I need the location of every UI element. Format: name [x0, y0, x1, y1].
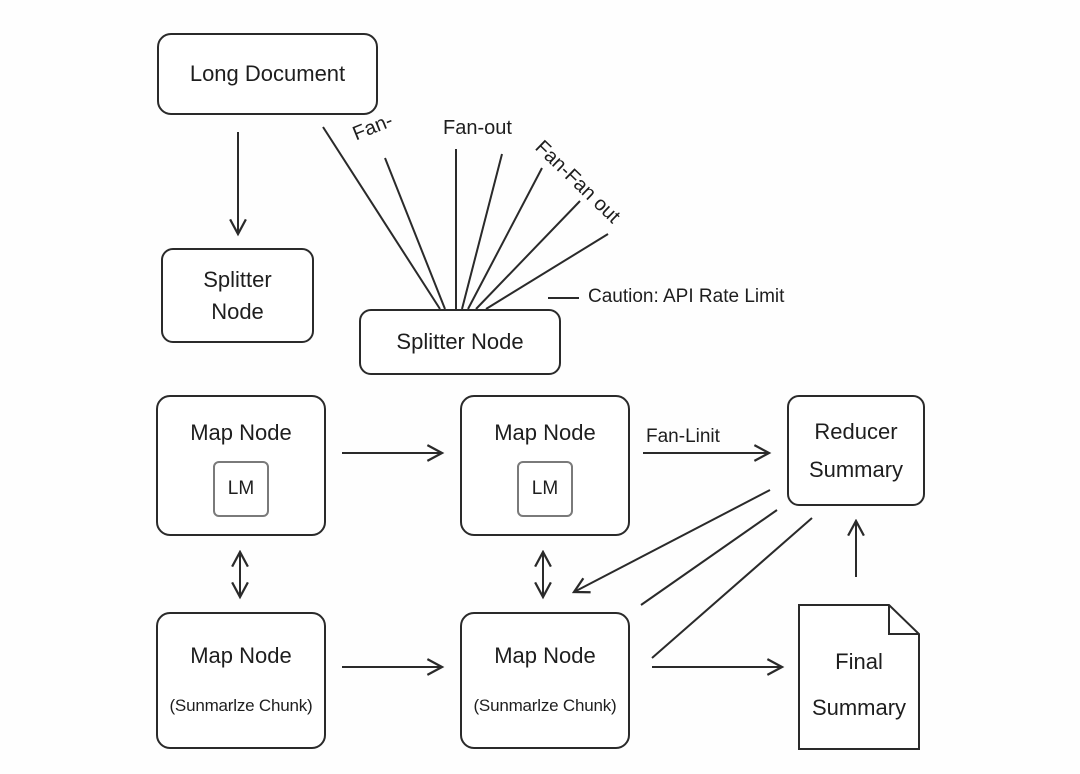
map-node-bottom-center[interactable]: Map Node (Sunmarlze Chunk): [460, 612, 630, 749]
fan-line-5: [467, 167, 543, 310]
final-summary-document-shape: [798, 604, 920, 750]
caution-label: Caution: API Rate Limit: [588, 286, 785, 307]
lm-model-box: LM: [517, 461, 573, 517]
long-document-label: Long Document: [189, 61, 346, 86]
reducer-summary-node[interactable]: Reducer Summary: [787, 395, 925, 506]
splitter-node-left[interactable]: Splitter Node: [161, 248, 314, 343]
map-bottom-center-label: Map Node: [494, 643, 596, 668]
long-document-node[interactable]: Long Document: [157, 33, 378, 115]
fan-line-1: [322, 126, 441, 310]
map-node-top-center[interactable]: Map Node LM: [460, 395, 630, 536]
fan-line-7: [485, 233, 609, 310]
final-summary-label-line2: Summary: [811, 695, 907, 720]
fan-line-2: [384, 157, 446, 310]
fan-line-6: [475, 200, 581, 310]
fan-limit-label: Fan-Linit: [646, 426, 720, 447]
document-fold-corner: [888, 605, 919, 635]
map-bottom-left-sublabel: (Sunmarlze Chunk): [169, 696, 313, 715]
map-bottom-left-label: Map Node: [190, 643, 292, 668]
edge-reducer-to-map-bc: [574, 489, 771, 592]
edge-reducer-line-3: [651, 517, 813, 659]
map-top-left-label: Map Node: [190, 420, 292, 445]
splitter-center-label: Splitter Node: [396, 329, 524, 354]
splitter-left-label-line2: Node: [211, 298, 264, 324]
fan-label-center: Fan-out: [443, 117, 512, 139]
lm-model-box: LM: [213, 461, 269, 517]
map-top-center-label: Map Node: [494, 420, 596, 445]
fan-line-4: [461, 153, 503, 310]
lm-label: LM: [227, 478, 255, 499]
lm-label: LM: [531, 478, 559, 499]
edge-reducer-line-2: [640, 509, 778, 606]
splitter-node-center[interactable]: Splitter Node: [359, 309, 561, 375]
reducer-label-line2: Summary: [808, 456, 904, 482]
reducer-label-line1: Reducer: [814, 418, 898, 444]
map-bottom-center-sublabel: (Sunmarlze Chunk): [473, 696, 617, 715]
splitter-left-label-line1: Splitter: [203, 266, 272, 292]
final-summary-label-line1: Final: [835, 649, 883, 674]
map-node-bottom-left[interactable]: Map Node (Sunmarlze Chunk): [156, 612, 326, 749]
map-node-top-left[interactable]: Map Node LM: [156, 395, 326, 536]
final-summary-node[interactable]: Final Summary: [799, 605, 919, 749]
